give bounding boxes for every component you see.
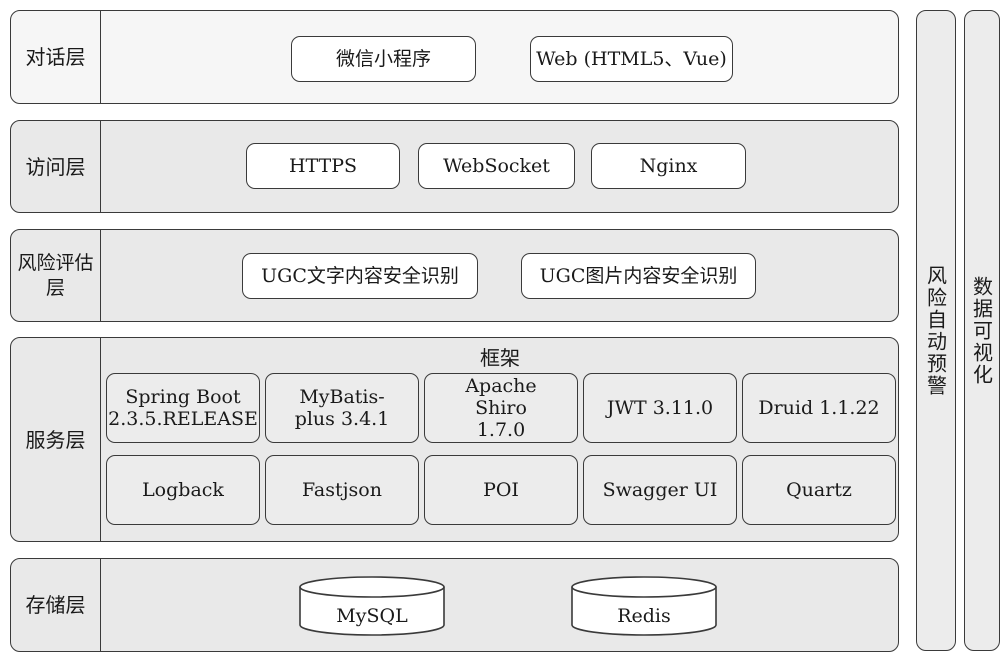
risk-layer: 风险评估层 UGC文字内容安全识别 UGC图片内容安全识别 [10, 229, 899, 322]
risk-warning-panel: 风险自动预警 [916, 10, 956, 651]
framework-apache-shiro: Apache Shiro 1.7.0 [424, 373, 578, 443]
database-cylinder-icon [571, 576, 717, 636]
data-visualization-label: 数据可视化 [969, 275, 994, 386]
wechat-miniprogram-box: 微信小程序 [291, 36, 476, 82]
framework-jwt: JWT 3.11.0 [583, 373, 737, 443]
service-layer: 服务层 框架 Spring Boot 2.3.5.RELEASE MyBatis… [10, 337, 899, 542]
web-html5-vue-box: Web (HTML5、Vue) [530, 36, 733, 82]
framework-title: 框架 [480, 346, 520, 370]
ugc-image-box: UGC图片内容安全识别 [521, 253, 756, 299]
https-box: HTTPS [246, 143, 400, 189]
framework-mybatis-plus: MyBatis-plus 3.4.1 [265, 373, 419, 443]
framework-swagger-ui: Swagger UI [583, 455, 737, 525]
service-layer-label: 服务层 [11, 338, 101, 541]
framework-quartz: Quartz [742, 455, 896, 525]
database-cylinder-icon [299, 576, 445, 636]
access-layer-label: 访问层 [11, 121, 101, 212]
storage-layer: 存储层 MySQL Redis [10, 558, 899, 652]
dialog-layer: 对话层 微信小程序 Web (HTML5、Vue) [10, 10, 899, 104]
framework-logback: Logback [106, 455, 260, 525]
framework-poi: POI [424, 455, 578, 525]
access-layer: 访问层 HTTPS WebSocket Nginx [10, 120, 899, 213]
storage-layer-label: 存储层 [11, 559, 101, 651]
risk-layer-label: 风险评估层 [11, 230, 101, 321]
redis-database: Redis [570, 575, 718, 637]
risk-warning-label: 风险自动预警 [923, 264, 948, 397]
framework-spring-boot: Spring Boot 2.3.5.RELEASE [106, 373, 260, 443]
ugc-text-box: UGC文字内容安全识别 [242, 253, 478, 299]
nginx-box: Nginx [591, 143, 746, 189]
framework-druid: Druid 1.1.22 [742, 373, 896, 443]
dialog-layer-label: 对话层 [11, 11, 101, 103]
mysql-label: MySQL [336, 605, 408, 627]
redis-label: Redis [617, 605, 671, 627]
data-visualization-panel: 数据可视化 [964, 10, 1000, 651]
mysql-database: MySQL [298, 575, 446, 637]
framework-fastjson: Fastjson [265, 455, 419, 525]
websocket-box: WebSocket [418, 143, 575, 189]
